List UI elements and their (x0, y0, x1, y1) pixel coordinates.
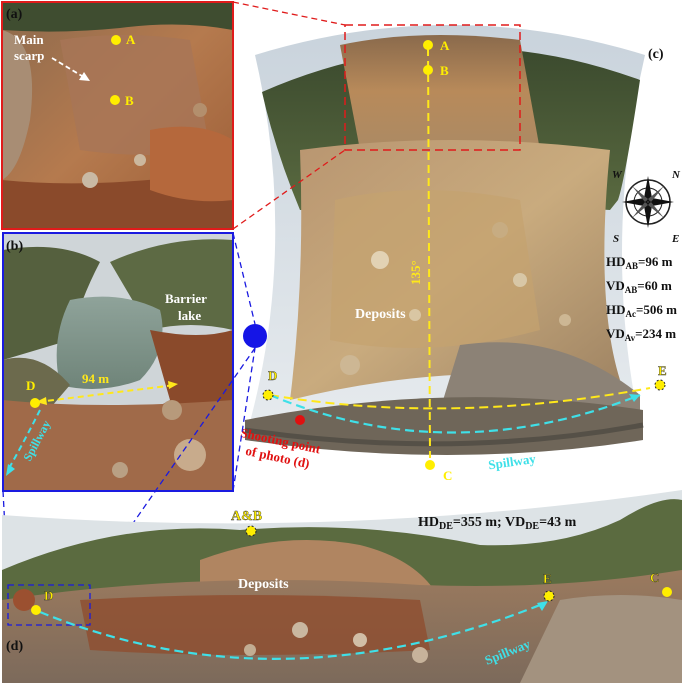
panel-c-point-a (423, 40, 433, 50)
connector-b-top (232, 232, 256, 325)
panel-b-label-d: D (26, 378, 35, 393)
panel-c-spillway-arrowhead (629, 394, 640, 402)
compass-rose-icon (622, 176, 674, 228)
panel-b-photo (3, 233, 233, 491)
panel-b-spillway-line (7, 409, 41, 471)
panel-d-point-e (543, 590, 555, 602)
measure-vd-ab: VDAB=60 m (606, 278, 672, 295)
main-scarp-arrowhead (79, 72, 90, 81)
panel-c-label-a: A (440, 38, 450, 53)
panel-d-label-ab: A&B (231, 509, 262, 524)
compass-w-label: W (612, 169, 623, 181)
shooting-point-marker (295, 415, 305, 425)
panel-c-label: (c) (648, 47, 664, 62)
panel-d-distance-label: HDDE=355 m; VDDE=43 m (418, 515, 577, 532)
panel-b-width-label: 94 m (82, 371, 109, 386)
panel-b-spillway-arrowhead (6, 464, 15, 476)
panel-c-measurements: HDAB=96 m VDAB=60 m HDAc=506 m VDAv=234 … (606, 254, 677, 343)
panel-c-spillway-label: Spillway (487, 451, 537, 473)
panel-d-zoom-frame (7, 584, 91, 626)
barrier-lake-label-1: Barrier (165, 291, 207, 306)
compass-e-label: E (671, 233, 679, 245)
measure-hd-ab: HDAB=96 m (606, 254, 673, 271)
panel-a-frame (1, 1, 234, 230)
connector-a-c-top (232, 1, 346, 26)
panel-b-label: (b) (6, 239, 23, 254)
main-scarp-label-1: Main (14, 32, 44, 47)
panel-b-connector-dot (243, 324, 267, 348)
barrier-lake-label-2: lake (178, 308, 201, 323)
panel-c-ac-line (427, 47, 431, 459)
panel-d-deposits-label: Deposits (238, 577, 289, 592)
measure-hd-ac: HDAc=506 m (606, 302, 677, 319)
panel-a-photo (2, 2, 233, 229)
panel-d-label-c: C (650, 570, 659, 585)
panel-c-point-b (423, 65, 433, 75)
panel-d-label-d: D (44, 588, 53, 603)
panel-d-point-d (31, 605, 41, 615)
panel-c-spillway-curve (269, 393, 641, 434)
panel-b-width-arrow-left (36, 397, 47, 405)
panel-d-spillway-arrowhead (537, 601, 548, 611)
panel-c-point-d (262, 389, 274, 401)
panel-c-deposits-label: Deposits (355, 307, 406, 322)
panel-c-point-e (654, 379, 666, 391)
panel-c-label-e: E (658, 363, 667, 378)
compass-s-label: S (613, 233, 619, 245)
panel-a-label: (a) (6, 7, 23, 22)
connector-a-c-bottom (232, 149, 346, 230)
panel-c-zoom-frame (344, 24, 521, 151)
panel-a-label-a: A (126, 32, 136, 47)
compass-n-label: N (671, 169, 681, 181)
panel-a-point-b (110, 95, 120, 105)
panel-c-point-c (425, 460, 435, 470)
panel-c-de-yellow-line (269, 387, 651, 410)
connector-b-bottom (232, 347, 256, 492)
panel-c-label-c: C (443, 468, 452, 483)
main-scarp-arrow (51, 57, 83, 77)
panel-c-label-b: B (440, 63, 449, 78)
panel-b-point-d (30, 398, 40, 408)
panel-c-photo (244, 25, 645, 455)
panel-a-label-b: B (125, 93, 134, 108)
panel-d-point-ab (245, 525, 257, 537)
panel-b-width-arrow-right (168, 381, 178, 389)
panel-d-spillway-curve (39, 601, 546, 660)
connector-b-d-left (2, 490, 9, 586)
main-scarp-label-2: scarp (14, 48, 44, 63)
panel-a-point-a (111, 35, 121, 45)
panel-c-angle-label: 135° (408, 260, 423, 285)
panel-d-label: (d) (6, 639, 23, 654)
measure-vd-av: VDAv=234 m (606, 326, 676, 343)
panel-d-point-c (662, 587, 672, 597)
panel-d-photo (2, 490, 682, 683)
panel-d-label-e: E (543, 571, 552, 586)
panel-b-width-line (37, 384, 176, 403)
panel-c-label-d: D (268, 368, 277, 383)
panel-b-frame (2, 232, 234, 492)
